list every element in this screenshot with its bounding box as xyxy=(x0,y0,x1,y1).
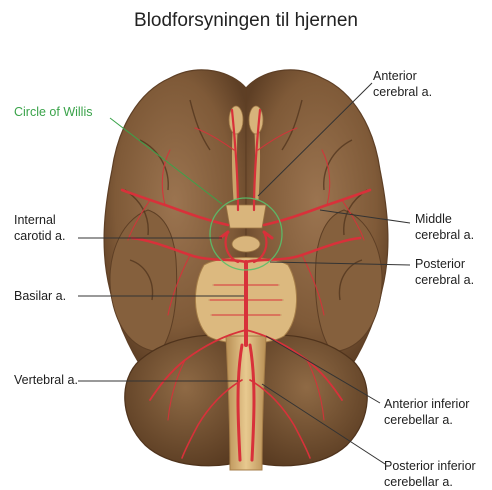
label-middle-cerebral: Middle cerebral a. xyxy=(415,211,474,243)
label-anterior-cerebral: Anterior cerebral a. xyxy=(373,68,432,100)
label-internal-carotid: Internal carotid a. xyxy=(14,212,65,244)
label-posterior-inferior-cerebellar: Posterior inferior cerebellar a. xyxy=(384,458,476,490)
label-circle-of-willis: Circle of Willis xyxy=(14,104,92,120)
optic-chiasm xyxy=(226,205,266,228)
medulla xyxy=(226,336,266,470)
label-anterior-inferior-cerebellar: Anterior inferior cerebellar a. xyxy=(384,396,469,428)
mammillary xyxy=(232,236,260,252)
label-vertebral: Vertebral a. xyxy=(14,372,78,388)
label-basilar: Basilar a. xyxy=(14,288,66,304)
label-posterior-cerebral: Posterior cerebral a. xyxy=(415,256,474,288)
